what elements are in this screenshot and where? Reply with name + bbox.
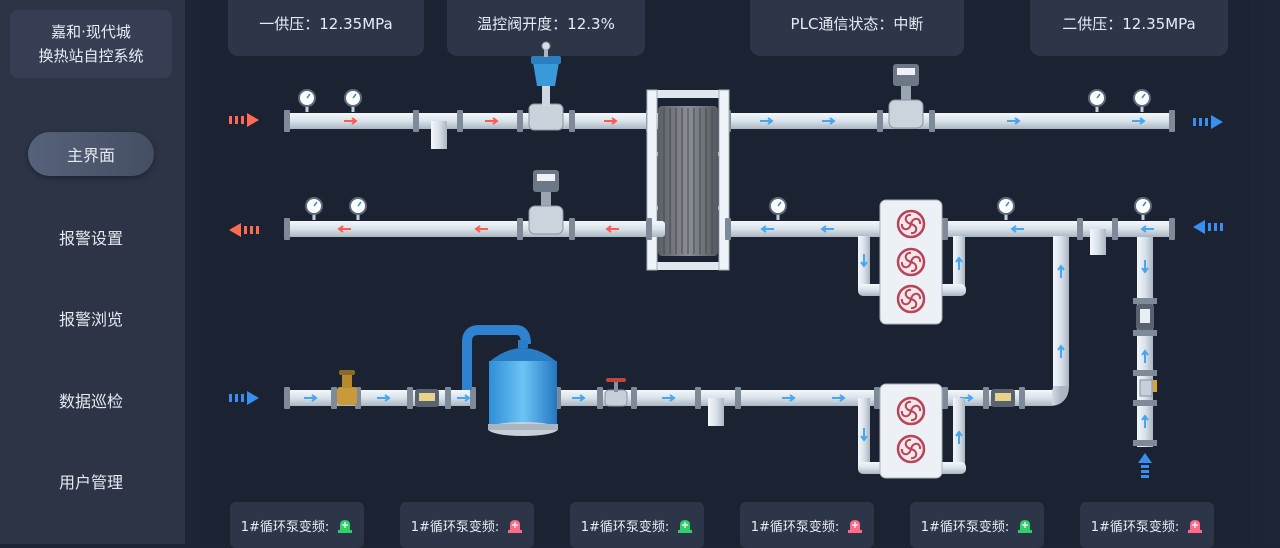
plate-heat-exchanger	[646, 89, 730, 271]
brand-line-2: 换热站自控系统	[38, 47, 144, 65]
alarm-light-icon	[508, 520, 523, 533]
pump-label: 1#循环泵变频:	[410, 519, 500, 535]
pump-label: 1#循环泵变频:	[750, 519, 840, 535]
alarm-light-icon	[1018, 520, 1033, 533]
app-brand: 嘉和·现代城 换热站自控系统	[10, 10, 172, 78]
nav-main[interactable]: 主界面	[28, 132, 154, 176]
primary-return-line	[229, 170, 1223, 255]
circulation-pump-group-1	[858, 199, 966, 325]
nav-alarm-settings[interactable]: 报警设置	[58, 229, 123, 248]
nav-user-management[interactable]: 用户管理	[58, 473, 123, 492]
riser-pipes	[1032, 236, 1157, 478]
pump-status-card-2: 1#循环泵变频:	[400, 502, 534, 548]
nav-alarm-browse[interactable]: 报警浏览	[58, 310, 123, 329]
pump-status-card-5: 1#循环泵变频:	[910, 502, 1044, 548]
secondary-supply-pressure: 二供压：12.35MPa	[1030, 0, 1228, 56]
pump-status-card-3: 1#循环泵变频:	[570, 502, 704, 548]
nav-data-inspection[interactable]: 数据巡检	[58, 392, 123, 411]
circulation-pump-group-2	[858, 383, 966, 479]
secondary-line	[229, 325, 1040, 436]
alarm-light-icon	[678, 520, 693, 533]
primary-supply-pressure: 一供压：12.35MPa	[228, 0, 424, 56]
right-edge-panel	[1262, 0, 1280, 544]
alarm-light-icon	[848, 520, 863, 533]
pump-label: 1#循环泵变频:	[240, 519, 330, 535]
sidebar: 嘉和·现代城 换热站自控系统 主界面 报警设置 报警浏览 数据巡检 用户管理	[0, 0, 185, 544]
pump-status-card-4: 1#循环泵变频:	[740, 502, 874, 548]
alarm-light-icon	[338, 520, 353, 533]
plc-status: PLC通信状态：中断	[750, 0, 964, 56]
pump-status-card-6: 1#循环泵变频:	[1080, 502, 1214, 548]
pump-label: 1#循环泵变频:	[1090, 519, 1180, 535]
primary-supply-line	[229, 41, 1223, 149]
pump-label: 1#循环泵变频:	[580, 519, 670, 535]
water-tank	[488, 340, 558, 436]
pump-label: 1#循环泵变频:	[920, 519, 1010, 535]
alarm-light-icon	[1188, 520, 1203, 533]
pump-status-card-1: 1#循环泵变频:	[230, 502, 364, 548]
brand-line-1: 嘉和·现代城	[51, 23, 131, 41]
